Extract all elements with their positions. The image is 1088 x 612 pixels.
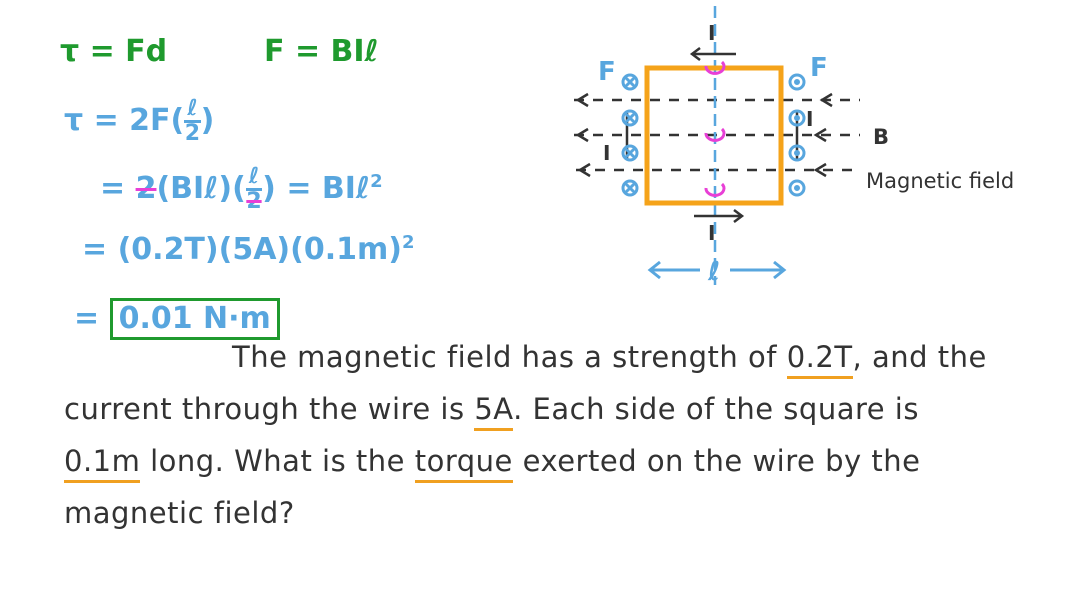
question-line-2: current through the wire is 5A. Each sid… xyxy=(64,392,919,431)
arrowhead-icon xyxy=(819,92,833,108)
force-label-right: F xyxy=(810,53,828,83)
cross-circle-icon xyxy=(621,73,639,91)
eq2-end: ) = BIℓ xyxy=(262,171,371,206)
cross-circle-icon xyxy=(621,179,639,197)
arrow-left-icon xyxy=(647,260,661,280)
current-label-bottom: I xyxy=(708,221,715,245)
highlight-field-strength: 0.2T xyxy=(786,340,853,379)
cancelled-two: 2 xyxy=(135,171,157,206)
equation-line-3: = (0.2T)(5A)(0.1m)2 xyxy=(82,232,414,267)
dot-circle-icon xyxy=(788,73,806,91)
arrowhead-icon xyxy=(813,127,827,143)
question-line-4: magnetic field? xyxy=(64,496,295,530)
wire-loop xyxy=(644,65,784,206)
torque-definition: τ = Fd xyxy=(60,34,168,69)
eq1-suffix: ) xyxy=(200,103,215,138)
cross-circle-icon xyxy=(621,109,639,127)
arrowhead-icon xyxy=(575,92,589,108)
text: magnetic field? xyxy=(64,496,295,530)
question-line-3: 0.1m long. What is the torque exerted on… xyxy=(64,444,921,483)
arrowhead-icon xyxy=(575,127,589,143)
equals: = xyxy=(74,301,100,336)
text: long. What is the xyxy=(140,444,415,478)
eq1-prefix: τ = 2F( xyxy=(64,103,185,138)
exponent: 2 xyxy=(370,171,383,192)
highlight-torque: torque xyxy=(414,444,513,483)
eq2-mid: (BIℓ)( xyxy=(156,171,246,206)
dot-circle-icon xyxy=(788,109,806,127)
force-into-page-symbols xyxy=(621,73,639,197)
equals: = xyxy=(100,171,126,206)
highlight-current: 5A xyxy=(474,392,514,431)
arrowhead-icon xyxy=(813,162,827,178)
text: , and the xyxy=(852,340,987,374)
numerator: ℓ xyxy=(245,166,263,191)
rotation-icon xyxy=(704,182,726,197)
exponent: 2 xyxy=(401,232,415,253)
eq3-body: = (0.2T)(5A)(0.1m) xyxy=(82,232,402,267)
dot-circle-icon xyxy=(788,179,806,197)
arrow-left-icon xyxy=(689,47,701,61)
rotation-icon xyxy=(704,60,726,75)
current-label-top: I xyxy=(708,21,715,45)
text: exerted on the wire by the xyxy=(512,444,921,478)
question-line-1: The magnetic field has a strength of 0.2… xyxy=(232,340,987,379)
equation-line-4: = 0.01 N·m xyxy=(74,298,280,340)
text: current through the wire is xyxy=(64,392,475,426)
force-out-of-page-symbols xyxy=(788,73,806,197)
highlight-length: 0.1m xyxy=(64,444,141,483)
rotation-arrows xyxy=(704,60,726,197)
length-arrow xyxy=(647,260,787,280)
field-label: B xyxy=(873,125,889,149)
arrow-right-icon xyxy=(773,260,787,280)
answer-box: 0.01 N·m xyxy=(109,298,280,340)
text: The magnetic field has a strength of xyxy=(232,340,787,374)
field-caption: Magnetic field xyxy=(866,169,1014,193)
denominator: 2 xyxy=(184,121,201,146)
dot-circle-icon xyxy=(788,144,806,162)
cross-circle-icon xyxy=(621,144,639,162)
arrow-right-icon xyxy=(733,209,745,223)
text: . Each side of the square is xyxy=(513,392,919,426)
force-definition: F = BIℓ xyxy=(264,34,379,69)
current-label-left: I xyxy=(603,141,610,165)
cancelled-denominator: 2 xyxy=(246,189,262,214)
arrowhead-icon xyxy=(577,162,591,178)
length-label: ℓ xyxy=(707,257,720,287)
rotation-icon xyxy=(704,127,726,142)
current-label-right: I xyxy=(806,107,813,131)
numerator: ℓ xyxy=(184,98,201,123)
field-arrowheads xyxy=(575,92,833,178)
force-label-left: F xyxy=(598,57,616,87)
